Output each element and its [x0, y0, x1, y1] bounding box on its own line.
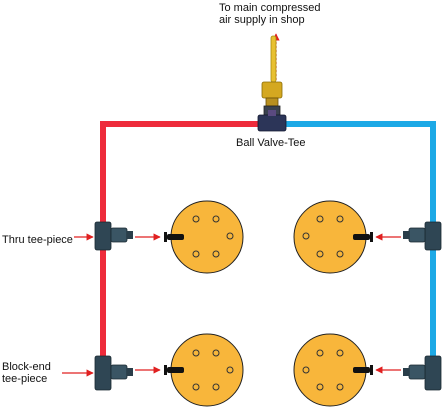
- tee-piece-icon: [403, 355, 442, 391]
- tee-piece-icon: [94, 221, 133, 251]
- disc-icon: [164, 200, 244, 274]
- disc-icon: [293, 200, 373, 274]
- disc-icon: [164, 333, 244, 407]
- supply-label: To main compressed air supply in shop: [219, 2, 321, 26]
- supply-label-line2: air supply in shop: [219, 14, 305, 26]
- block-end-label: Block-end tee-piece: [2, 361, 51, 385]
- pipe-network: [100, 121, 436, 380]
- block-end-label-line2: tee-piece: [2, 373, 48, 385]
- thru-tee-label: Thru tee-piece: [2, 234, 73, 246]
- blue-pipe: [283, 121, 436, 380]
- tee-piece-icon: [94, 355, 133, 391]
- disc-icon: [293, 333, 373, 407]
- supply-label-line1: To main compressed: [219, 2, 321, 14]
- tee-piece-icon: [403, 221, 442, 251]
- block-end-label-line1: Block-end: [2, 361, 51, 373]
- ball-valve-tee-icon: [257, 35, 287, 132]
- valve-label: Ball Valve-Tee: [236, 137, 306, 149]
- red-pipe: [100, 121, 265, 380]
